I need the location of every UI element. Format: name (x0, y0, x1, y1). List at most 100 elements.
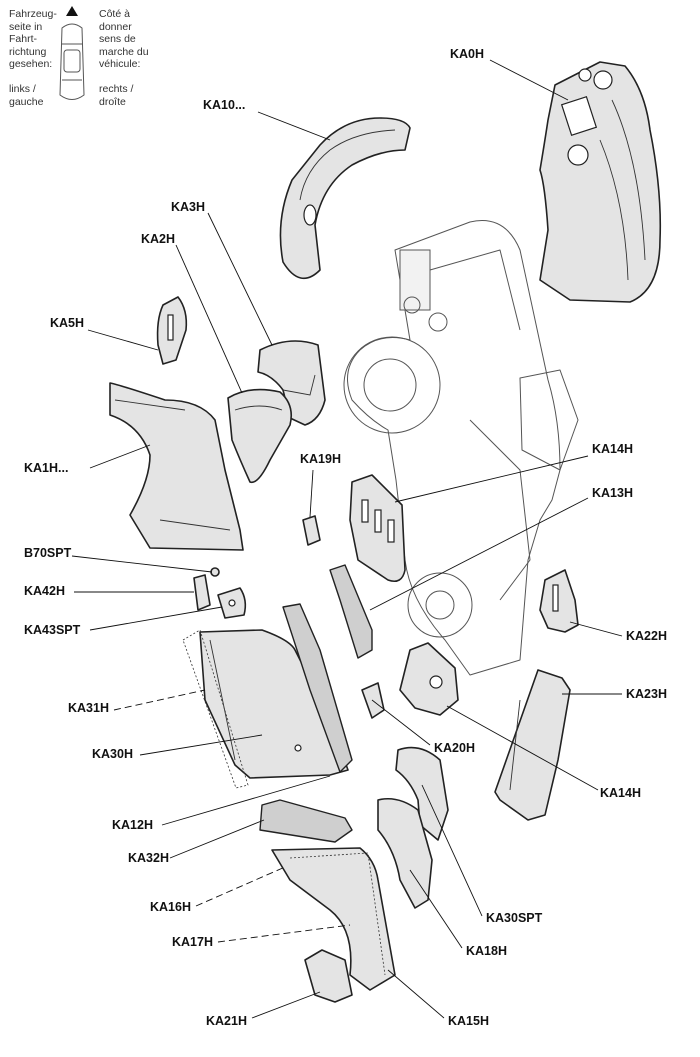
rocker-crease (509, 699, 521, 791)
part-ka12h (282, 603, 353, 773)
fender-slot (303, 204, 317, 226)
car-cabin-icon (63, 49, 81, 73)
part-ka2h (227, 388, 293, 484)
label-ka22h: KA22H (626, 629, 667, 643)
part-ka10 (279, 117, 411, 280)
panel-slot (361, 499, 369, 523)
label-ka12h: KA12H (112, 818, 153, 832)
fender-crease (114, 399, 186, 411)
label-ka16h: KA16H (150, 900, 191, 914)
leader-ka31h (113, 689, 206, 711)
label-ka18h: KA18H (466, 944, 507, 958)
leader-ka32h (169, 819, 265, 859)
leader-ka2h (175, 244, 243, 394)
part-ka32h (259, 799, 353, 843)
leader-ka19h (309, 469, 314, 518)
leader-lines (71, 59, 623, 1019)
leader-ka30h (139, 734, 263, 756)
panel-crease (599, 139, 629, 281)
panel-slot (374, 509, 382, 533)
rear-corner-shape (304, 949, 353, 1003)
orientation-note-left: Fahrzeug- seite in Fahrt- richtung geseh… (9, 8, 57, 108)
rear-quarter-shape (271, 847, 396, 991)
corner-bracket-shape (539, 569, 579, 633)
leader-b70spt (71, 555, 213, 573)
front-apron-shape (539, 61, 662, 303)
front-fender-shape (109, 382, 244, 551)
lamp-hole (593, 70, 613, 90)
label-ka17h: KA17H (172, 935, 213, 949)
note-right-line: marche du (99, 45, 149, 58)
label-ka21h: KA21H (206, 1014, 247, 1028)
note-right-line: donner (99, 20, 132, 33)
part-ka21h (304, 949, 353, 1003)
door-window (519, 369, 579, 471)
label-ka0h: KA0H (450, 47, 484, 61)
label-ka31h: KA31H (68, 701, 109, 715)
rear-wheel-arch (407, 572, 473, 638)
panel-slot (387, 519, 395, 543)
rocker-panel-shape (494, 669, 571, 821)
leader-ka14h-lower (446, 705, 599, 791)
label-ka23h: KA23H (626, 687, 667, 701)
part-ka13h (329, 564, 373, 659)
leader-ka5h (87, 329, 159, 351)
radiator-grille (399, 249, 431, 311)
label-ka1h: KA1H... (24, 461, 68, 475)
part-ka30spt (395, 746, 449, 841)
car-body-shell (347, 220, 561, 676)
note-right-line: droîte (99, 95, 126, 108)
leader-ka30spt (421, 784, 483, 917)
lower-panel-shape (399, 642, 459, 716)
leader-ka21h (251, 991, 321, 1019)
label-ka30spt: KA30SPT (486, 911, 543, 925)
lamp-hole (567, 144, 589, 166)
leader-ka0h (489, 59, 569, 101)
leader-ka3h (207, 212, 273, 346)
label-ka15h: KA15H (448, 1014, 489, 1028)
lamp-hole (578, 68, 592, 82)
note-left-line: gesehen: (9, 58, 53, 70)
note-right-line: véhicule: (99, 58, 141, 70)
sill-strip-shape (329, 564, 373, 659)
panel-hole (429, 675, 443, 689)
label-ka10: KA10... (203, 98, 245, 112)
front-wheel-arch (343, 336, 441, 434)
inner-fender-shape (279, 117, 411, 280)
direction-arrow-icon (66, 6, 78, 16)
leader-ka22h (569, 621, 623, 637)
note-right-line: sens de (99, 33, 136, 45)
label-ka43spt: KA43SPT (24, 623, 81, 637)
leader-ka14h-upper (394, 455, 589, 503)
panel-crease (611, 99, 646, 261)
door-hole (294, 744, 302, 752)
bracket-slot (552, 584, 559, 612)
note-left-line: gauche (9, 95, 44, 108)
label-ka30h: KA30H (92, 747, 133, 761)
leader-ka15h (387, 969, 445, 1019)
label-b70spt: B70SPT (24, 546, 72, 560)
label-ka5h: KA5H (50, 316, 84, 330)
label-ka3h: KA3H (171, 200, 205, 214)
part-labels: KA0H KA10... KA3H KA2H KA5H KA1H... KA19… (24, 47, 667, 1028)
light-opening (560, 96, 598, 136)
leader-ka13h (369, 497, 589, 611)
leader-ka12h (161, 775, 331, 826)
note-left-line: links / (9, 83, 36, 95)
leader-ka20h (371, 699, 431, 746)
screw-icon (210, 567, 220, 577)
note-left-line: richtung (9, 45, 47, 58)
small-bracket-shape (193, 574, 211, 611)
headlight (428, 312, 448, 332)
orientation-note-right: Côté à donner sens de marche du véhicule… (99, 8, 149, 108)
leader-ka1h (89, 444, 151, 469)
fender-rib (329, 129, 396, 151)
rocker-sill-shape (282, 603, 353, 773)
label-ka14h-lower: KA14H (600, 786, 641, 800)
floor-bracket-shape (259, 799, 353, 843)
door-outline-dotted (182, 629, 249, 789)
part-ka23h (494, 669, 571, 821)
leader-ka17h (217, 924, 351, 943)
